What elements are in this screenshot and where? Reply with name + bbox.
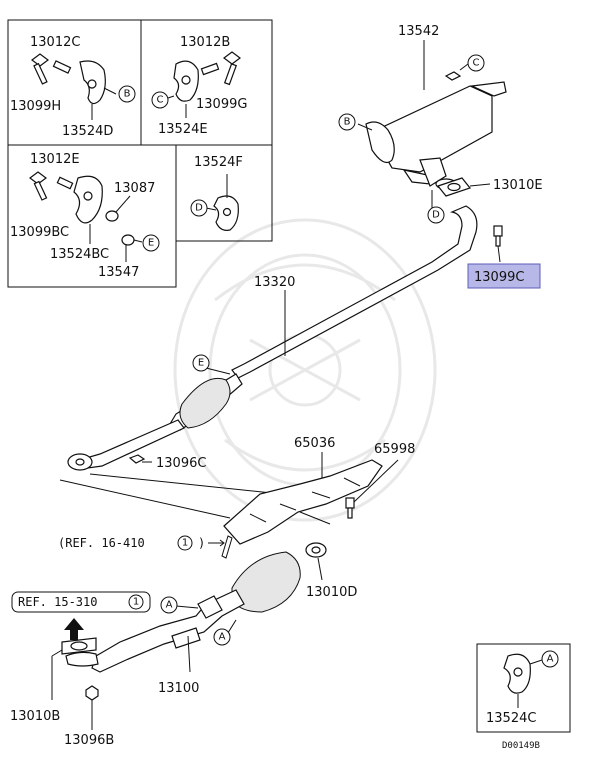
- inset-box-group: [7, 19, 273, 288]
- label-13087: 13087: [114, 181, 155, 196]
- heat-shield-65036: [223, 459, 383, 545]
- label-13524C: 13524C: [486, 711, 536, 726]
- nut-13096B: [85, 685, 99, 701]
- label-13320: 13320: [254, 275, 295, 290]
- bolt-65998: [345, 497, 355, 519]
- hanger-13524C: [503, 653, 531, 694]
- label-65036: 65036: [294, 436, 335, 451]
- diagram-code: D00149B: [502, 741, 540, 751]
- marker-a-2: A: [219, 632, 226, 643]
- hanger-13524E: [173, 51, 241, 102]
- label-13524E: 13524E: [158, 122, 208, 137]
- label-13099G: 13099G: [196, 97, 247, 112]
- marker-e-1: E: [148, 238, 154, 249]
- marker-d-1: D: [195, 203, 203, 214]
- marker-c-2: C: [473, 58, 480, 69]
- center-pipe-13320: [67, 205, 478, 471]
- bolt-13099C: [493, 225, 503, 247]
- marker-c-1: C: [157, 95, 164, 106]
- label-13012B: 13012B: [180, 35, 230, 50]
- label-13099BC: 13099BC: [10, 225, 69, 240]
- ref-16-410-number: 1: [182, 538, 188, 549]
- label-13010E: 13010E: [493, 178, 543, 193]
- label-13012E: 13012E: [30, 152, 80, 167]
- ref-15-310-box: [11, 591, 151, 613]
- gasket-13010E: [436, 177, 472, 197]
- label-13099C[interactable]: 13099C: [474, 270, 524, 285]
- label-13524F: 13524F: [194, 155, 243, 170]
- hanger-13524BC: [29, 171, 135, 246]
- muffler-13542: [365, 71, 507, 190]
- ref-16-410-text: (REF. 16-410: [58, 536, 145, 550]
- label-13542: 13542: [398, 24, 439, 39]
- inset-box-13524C: [476, 643, 571, 733]
- up-arrow-icon: [64, 618, 84, 640]
- marker-b-2: B: [344, 117, 351, 128]
- letter-markers: B C E D C B D E A A A: [118, 54, 559, 668]
- marker-b-1: B: [124, 89, 131, 100]
- label-13100: 13100: [158, 681, 199, 696]
- marker-e-2: E: [198, 358, 204, 369]
- inset-box-13524F: [175, 144, 273, 242]
- label-65998: 65998: [374, 442, 415, 457]
- label-13010D: 13010D: [306, 585, 357, 600]
- marker-d-2: D: [432, 210, 440, 221]
- label-13096C: 13096C: [156, 456, 206, 471]
- ref-15-310-circle: [128, 594, 144, 610]
- ref-16-410-circle: [177, 535, 193, 551]
- label-13099H: 13099H: [10, 99, 61, 114]
- label-13524D: 13524D: [62, 124, 113, 139]
- ref-15-310-text: REF. 15-310: [18, 595, 97, 609]
- ref-15-310-number: 1: [133, 597, 139, 608]
- label-13096B: 13096B: [64, 733, 114, 748]
- highlight-box-13099C[interactable]: [467, 263, 541, 289]
- ref-16-410-close: ): [198, 536, 205, 550]
- label-13010B: 13010B: [10, 709, 60, 724]
- label-13524BC: 13524BC: [50, 247, 109, 262]
- front-pipe-13100: [91, 551, 301, 673]
- marker-a-1: A: [166, 600, 173, 611]
- label-13547: 13547: [98, 265, 139, 280]
- marker-a-3: A: [547, 654, 554, 665]
- hanger-13524F: [213, 195, 239, 231]
- hanger-13524D: [31, 53, 106, 105]
- label-13012C: 13012C: [30, 35, 80, 50]
